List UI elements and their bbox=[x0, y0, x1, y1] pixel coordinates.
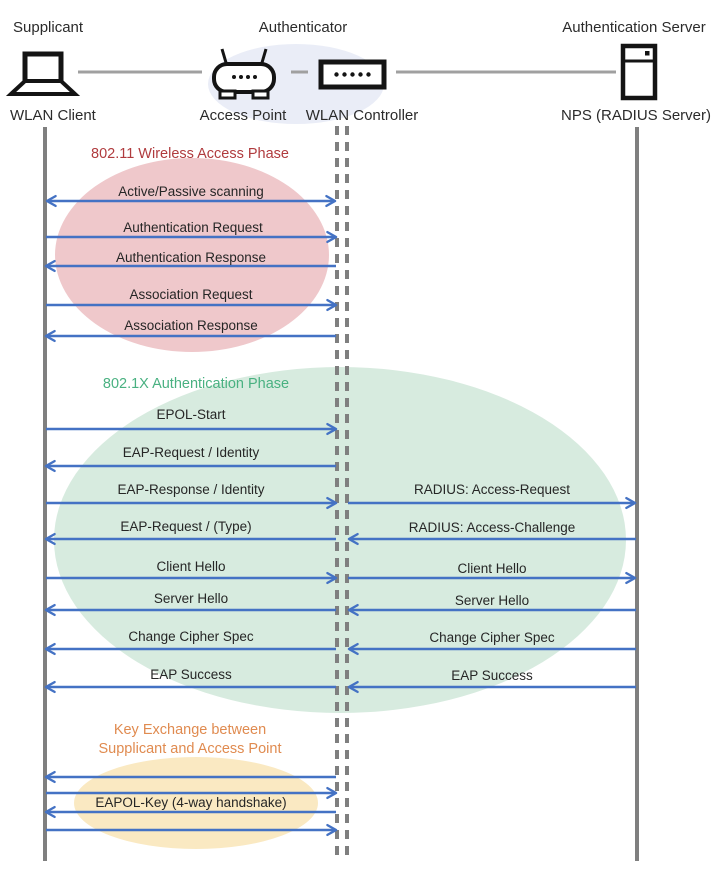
msg-auth-request: Authentication Request bbox=[123, 220, 263, 235]
device-access-point-label: Access Point bbox=[199, 107, 287, 124]
device-nps-label: NPS (RADIUS Server) bbox=[560, 107, 712, 124]
phase3-title-line1: Key Exchange between bbox=[113, 722, 267, 738]
phase2-ellipse bbox=[54, 367, 626, 713]
device-wlan-controller-label: WLAN Controller bbox=[305, 107, 419, 124]
msg-server-hello-right: Server Hello bbox=[454, 593, 530, 608]
role-authenticator: Authenticator bbox=[258, 19, 348, 36]
access-point-icon bbox=[212, 48, 276, 100]
msg-scanning: Active/Passive scanning bbox=[118, 184, 264, 199]
msg-eap-success-right: EAP Success bbox=[451, 668, 533, 683]
wlan-controller-icon bbox=[318, 59, 387, 90]
msg-assoc-request: Association Request bbox=[129, 287, 253, 302]
msg-client-hello-right: Client Hello bbox=[457, 561, 527, 576]
msg-auth-response: Authentication Response bbox=[115, 250, 267, 265]
msg-eap-request-identity: EAP-Request / Identity bbox=[122, 445, 260, 460]
laptop-icon bbox=[5, 51, 81, 96]
msg-server-hello-left: Server Hello bbox=[153, 591, 229, 606]
msg-radius-access-challenge: RADIUS: Access-Challenge bbox=[408, 520, 576, 535]
device-wlan-client-label: WLAN Client bbox=[10, 107, 96, 124]
msg-change-cipher-right: Change Cipher Spec bbox=[429, 630, 555, 645]
role-supplicant: Supplicant bbox=[13, 19, 84, 36]
phase3-title-line2: Supplicant and Access Point bbox=[98, 741, 282, 757]
msg-eap-response-identity: EAP-Response / Identity bbox=[117, 482, 265, 497]
msg-client-hello-left: Client Hello bbox=[156, 559, 226, 574]
msg-epol-start: EPOL-Start bbox=[156, 407, 226, 422]
phase3-ellipse bbox=[74, 757, 318, 849]
msg-change-cipher-left: Change Cipher Spec bbox=[128, 629, 254, 644]
msg-eapol-key: EAPOL-Key (4-way handshake) bbox=[95, 795, 287, 810]
phase2-title: 802.1X Authentication Phase bbox=[102, 376, 290, 392]
phase1-title: 802.11 Wireless Access Phase bbox=[91, 146, 289, 162]
msg-eap-request-type: EAP-Request / (Type) bbox=[120, 519, 252, 534]
role-authentication-server: Authentication Server bbox=[562, 19, 706, 36]
msg-assoc-response: Association Response bbox=[124, 318, 258, 333]
msg-radius-access-request: RADIUS: Access-Request bbox=[413, 482, 571, 497]
arrows-layer bbox=[44, 194, 637, 837]
msg-eap-success-left: EAP Success bbox=[150, 667, 232, 682]
server-icon bbox=[620, 43, 658, 101]
